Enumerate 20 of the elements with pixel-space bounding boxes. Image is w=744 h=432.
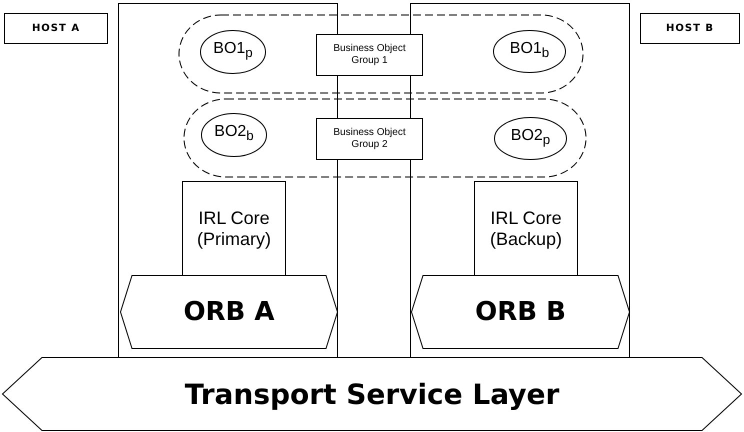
host-label: HOST B: [666, 23, 714, 34]
component-box: [182, 181, 286, 276]
component-box: [474, 181, 578, 276]
object-label: BO1$_{b}$: [510, 40, 550, 60]
layer-label: Transport Service Layer: [184, 378, 560, 410]
host-label: HOST A: [32, 23, 80, 34]
object-label: BO1$_{p}$: [213, 40, 253, 60]
orb-label: ORB A: [183, 297, 275, 327]
component-label: IRL Core (Backup): [488, 208, 564, 250]
object-label: BO2$_{b}$: [214, 123, 254, 144]
host-label-box: [4, 13, 108, 44]
object-label: BO2$_{p}$: [510, 127, 550, 148]
group-box: [316, 118, 423, 160]
component-label: IRL Core (Primary): [196, 208, 272, 250]
orb-label: ORB B: [475, 297, 566, 327]
host-box: [410, 3, 630, 359]
group-box: [316, 34, 423, 76]
host-label-box: [640, 13, 740, 44]
group-label: Business Object Group 2: [332, 126, 407, 152]
group-label: Business Object Group 1: [332, 42, 407, 68]
